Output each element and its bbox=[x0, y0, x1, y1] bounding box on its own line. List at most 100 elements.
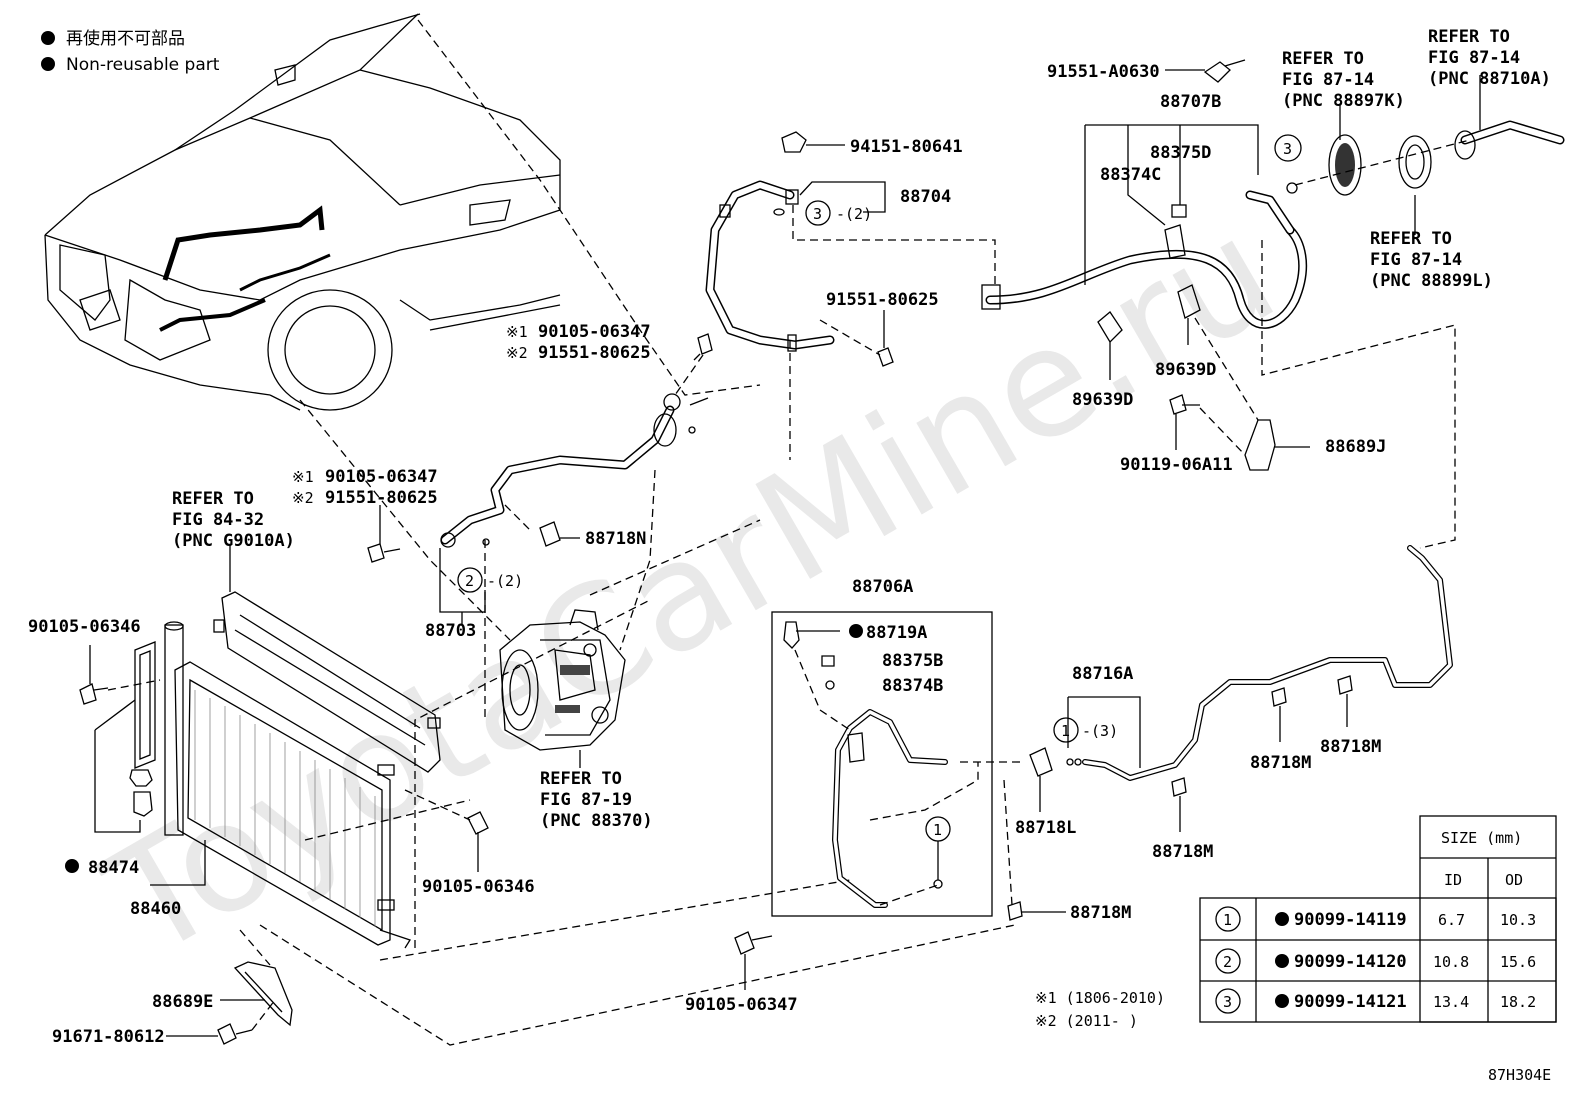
size-row-od: 15.6 bbox=[1500, 953, 1536, 971]
label-mark2-top: ※2 bbox=[506, 344, 528, 362]
refer-g9010a-l1: REFER TO bbox=[172, 489, 254, 509]
label-88718m-1: 88718M bbox=[1250, 753, 1311, 773]
size-mark-1-box: 1 bbox=[933, 821, 942, 839]
size-table-col-id: ID bbox=[1444, 871, 1462, 889]
size-row-part: 90099-14120 bbox=[1294, 952, 1407, 972]
size-mark-3-top: 3 bbox=[1283, 140, 1292, 158]
label-94151-80641: 94151-80641 bbox=[850, 137, 963, 157]
refer-88897k-l3: (PNC 88897K) bbox=[1282, 91, 1405, 111]
clamp-88718n bbox=[539, 521, 561, 547]
refer-88899l-l3: (PNC 88899L) bbox=[1370, 271, 1493, 291]
liquid-tube-88706a bbox=[832, 709, 948, 908]
non-reusable-dot-icon bbox=[1275, 912, 1289, 926]
hose-88704 bbox=[705, 180, 835, 352]
refer-88899l-l1: REFER TO bbox=[1370, 229, 1452, 249]
hose-88703 bbox=[440, 393, 681, 548]
label-91551-80625-mid: 91551-80625 bbox=[325, 488, 438, 508]
label-mark2-mid: ※2 bbox=[292, 489, 314, 507]
label-88689e: 88689E bbox=[152, 992, 213, 1012]
size-table-row: 2 90099-14120 10.8 15.6 bbox=[1215, 948, 1536, 974]
gasket-88897k bbox=[1328, 134, 1362, 196]
label-90105-06346-right: 90105-06346 bbox=[422, 877, 535, 897]
note-2: ※2 (2011- ) bbox=[1035, 1012, 1138, 1030]
size-row-id: 6.7 bbox=[1438, 911, 1465, 929]
label-88706a: 88706A bbox=[852, 577, 913, 597]
non-reusable-dot-icon bbox=[65, 859, 79, 873]
refer-88897k-l2: FIG 87-14 bbox=[1282, 70, 1374, 90]
size-table-col-od: OD bbox=[1505, 871, 1523, 889]
refer-88370-l1: REFER TO bbox=[540, 769, 622, 789]
label-88718m-2: 88718M bbox=[1320, 737, 1381, 757]
size-mark-3: 3 bbox=[813, 205, 822, 223]
part-labels: 91551-A0630 88707B 88375D 88374C 94151-8… bbox=[28, 62, 1551, 1084]
label-91551-a0630: 91551-A0630 bbox=[1047, 62, 1160, 82]
size-table-header: SIZE (mm) bbox=[1441, 829, 1522, 847]
hose-88707b bbox=[981, 190, 1308, 329]
label-88707b: 88707B bbox=[1160, 92, 1221, 112]
label-88716a: 88716A bbox=[1072, 664, 1133, 684]
legend-jp: 再使用不可部品 bbox=[66, 28, 185, 49]
label-88718n: 88718N bbox=[585, 529, 646, 549]
non-reusable-dot-icon bbox=[41, 57, 55, 71]
qty-88703: -(2) bbox=[487, 572, 523, 590]
label-mark1-top: ※1 bbox=[506, 323, 528, 341]
label-88719a: 88719A bbox=[866, 623, 927, 643]
watermark: ToyotaCarMine.ru bbox=[80, 185, 1303, 991]
pipe-88716a bbox=[1082, 545, 1453, 781]
radiator-support bbox=[213, 591, 441, 773]
qty-88716a: -(3) bbox=[1082, 722, 1118, 740]
label-88374b: 88374B bbox=[882, 676, 943, 696]
nut-94151-80641 bbox=[781, 131, 807, 153]
label-88375d: 88375D bbox=[1150, 143, 1211, 163]
label-91551-80625-top: 91551-80625 bbox=[538, 343, 651, 363]
size-mark-1: 1 bbox=[1061, 722, 1070, 740]
size-table: SIZE (mm) ID OD 1 90099-14119 6.7 10.3 2… bbox=[1199, 815, 1557, 1023]
size-row-od: 10.3 bbox=[1500, 911, 1536, 929]
label-90105-06346-left: 90105-06346 bbox=[28, 617, 141, 637]
qty-88704: -(2) bbox=[836, 205, 872, 223]
label-mark1-mid: ※1 bbox=[292, 468, 314, 486]
size-table-row: 1 90099-14119 6.7 10.3 bbox=[1215, 906, 1536, 932]
legend-en: Non-reusable part bbox=[66, 55, 220, 75]
size-row-mark: 2 bbox=[1223, 953, 1232, 971]
condenser-88460 bbox=[164, 621, 411, 949]
figure-code: 87H304E bbox=[1488, 1066, 1551, 1084]
label-88704: 88704 bbox=[900, 187, 951, 207]
size-mark-2: 2 bbox=[465, 572, 474, 590]
note-1: ※1 (1806-2010) bbox=[1035, 989, 1165, 1007]
size-row-od: 18.2 bbox=[1500, 993, 1536, 1011]
non-reusable-dot-icon bbox=[1275, 954, 1289, 968]
non-reusable-dot-icon bbox=[41, 31, 55, 45]
label-88703: 88703 bbox=[425, 621, 476, 641]
label-88718m-4: 88718M bbox=[1070, 903, 1131, 923]
label-91671-80612: 91671-80612 bbox=[52, 1027, 165, 1047]
label-88460: 88460 bbox=[130, 899, 181, 919]
assembly-88706a-box bbox=[771, 611, 993, 917]
label-90105-06347-lower: 90105-06347 bbox=[685, 995, 798, 1015]
label-88689j: 88689J bbox=[1325, 437, 1386, 457]
car-illustration bbox=[44, 13, 561, 411]
size-row-mark: 3 bbox=[1223, 993, 1232, 1011]
label-88718l: 88718L bbox=[1015, 818, 1076, 838]
refer-88710a-l1: REFER TO bbox=[1428, 27, 1510, 47]
refer-88899l-l2: FIG 87-14 bbox=[1370, 250, 1462, 270]
compressor-88370 bbox=[499, 609, 626, 751]
label-88474: 88474 bbox=[88, 858, 139, 878]
label-89639d-right: 89639D bbox=[1155, 360, 1216, 380]
non-reusable-dot-icon bbox=[1275, 994, 1289, 1008]
gasket-88899l bbox=[1398, 135, 1432, 189]
label-89639d-left: 89639D bbox=[1072, 390, 1133, 410]
legend: 再使用不可部品 Non-reusable part bbox=[41, 28, 220, 75]
size-row-id: 10.8 bbox=[1433, 953, 1469, 971]
non-reusable-dot-icon bbox=[849, 624, 863, 638]
clamp-88718l bbox=[1029, 747, 1053, 777]
refer-blocks: REFER TO FIG 87-14 (PNC 88710A) REFER TO… bbox=[172, 27, 1551, 831]
label-91551-80625: 91551-80625 bbox=[826, 290, 939, 310]
refer-88710a-l3: (PNC 88710A) bbox=[1428, 69, 1551, 89]
size-row-mark: 1 bbox=[1223, 911, 1232, 929]
size-row-id: 13.4 bbox=[1433, 993, 1469, 1011]
label-88718m-3: 88718M bbox=[1152, 842, 1213, 862]
refer-88897k-l1: REFER TO bbox=[1282, 49, 1364, 69]
refer-g9010a-l2: FIG 84-32 bbox=[172, 510, 264, 530]
